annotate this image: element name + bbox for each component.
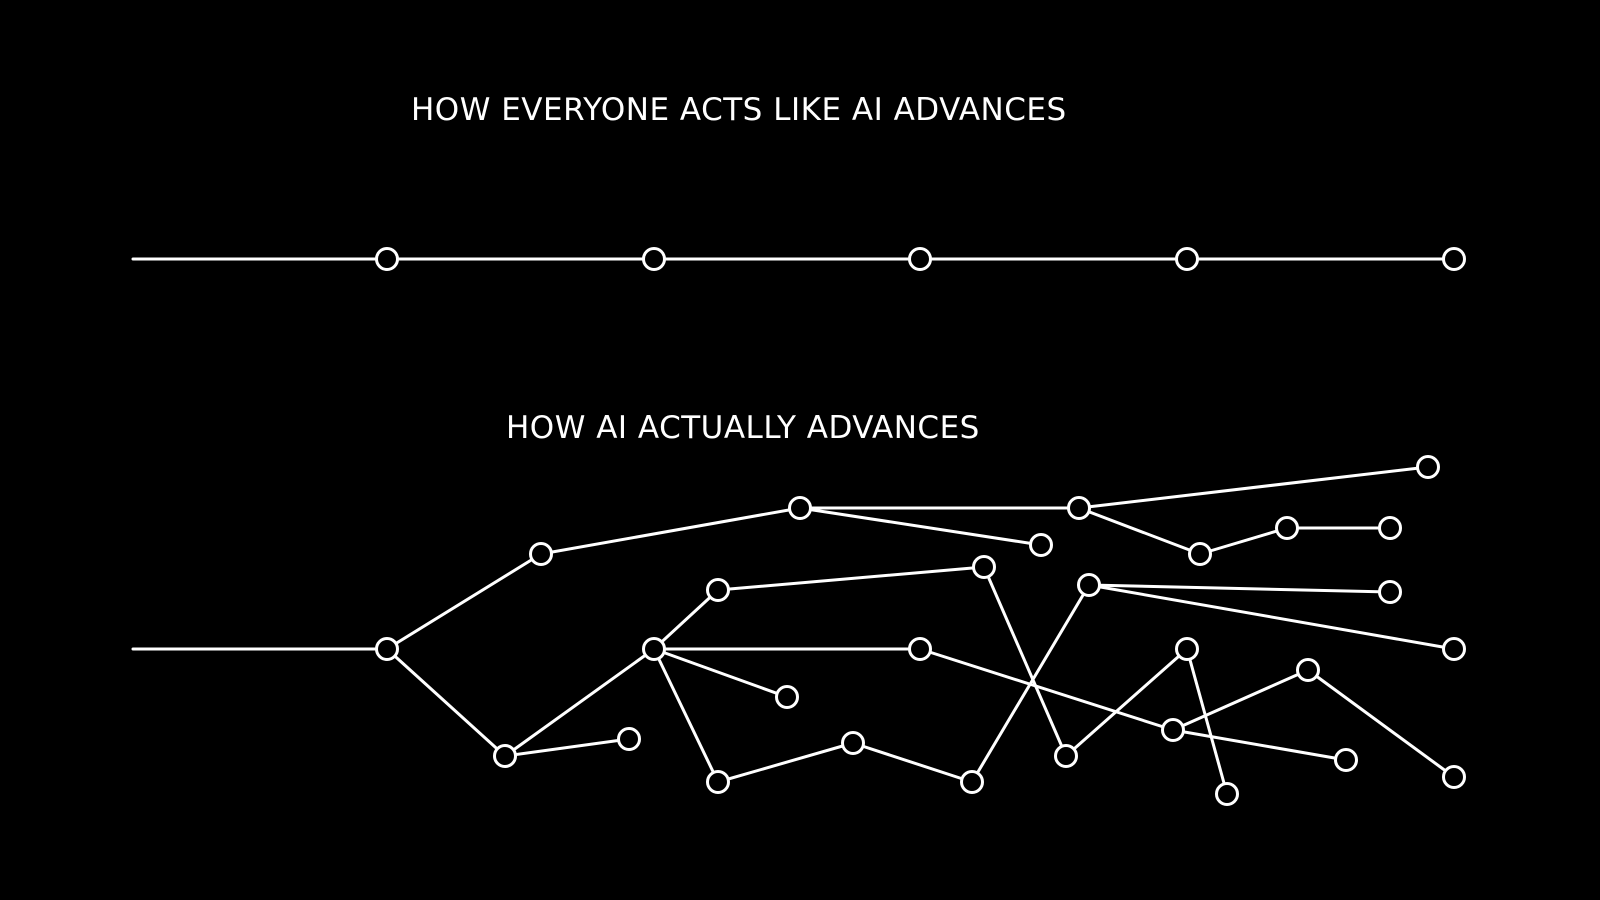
node-Z — [1215, 782, 1239, 806]
edge-S-Z — [1185, 647, 1229, 796]
node-H — [1188, 542, 1212, 566]
node-M — [908, 637, 932, 661]
node-U — [1378, 580, 1402, 604]
node-AA — [1378, 516, 1402, 540]
node-n4 — [1175, 247, 1199, 271]
node-F — [1067, 496, 1091, 520]
edge-A-B — [385, 552, 543, 651]
node-B — [529, 542, 553, 566]
edge-K-L — [652, 588, 720, 651]
edge-B-D — [539, 506, 802, 556]
node-W — [841, 731, 865, 755]
edge-W-Y — [851, 741, 974, 784]
edge-M-R — [918, 647, 1175, 732]
node-n3 — [908, 247, 932, 271]
node-K — [642, 637, 666, 661]
node-S — [1175, 637, 1199, 661]
top-diagram-title: HOW EVERYONE ACTS LIKE AI ADVANCES — [411, 92, 1067, 128]
edge-T-V — [1087, 583, 1456, 651]
edge-T-U — [1087, 583, 1392, 594]
edge-F-G — [1077, 465, 1430, 510]
edge-Y_-Y_end — [1306, 668, 1456, 779]
node-Q — [1054, 744, 1078, 768]
node-J — [617, 727, 641, 751]
bottom-diagram-title: HOW AI ACTUALLY ADVANCES — [506, 410, 980, 446]
node-Y_end — [1442, 765, 1466, 789]
node-N — [706, 770, 730, 794]
node-C — [493, 744, 517, 768]
linear-progress-diagram — [131, 247, 1466, 271]
edge-L-P — [716, 565, 986, 592]
node-D — [788, 496, 812, 520]
edge-Q-S — [1064, 647, 1189, 758]
edge-F-H — [1077, 506, 1202, 556]
edge-R-X — [1171, 728, 1348, 762]
node-R — [1161, 718, 1185, 742]
edge-C-K — [503, 647, 656, 758]
node-n2 — [642, 247, 666, 271]
node-T — [1077, 573, 1101, 597]
edge-R-Y_ — [1171, 668, 1310, 732]
linear-nodes — [375, 247, 1466, 271]
node-O — [775, 685, 799, 709]
node-n5 — [1442, 247, 1466, 271]
edge-K-N — [652, 647, 720, 784]
branching-nodes — [375, 455, 1466, 806]
edge-N-W — [716, 741, 855, 784]
node-n1 — [375, 247, 399, 271]
node-X — [1334, 748, 1358, 772]
branching-edges — [131, 465, 1456, 796]
node-Y — [960, 770, 984, 794]
node-Y_ — [1296, 658, 1320, 682]
edge-D-E — [798, 506, 1043, 547]
edge-P-Q — [982, 565, 1068, 758]
edge-Y-T — [970, 583, 1091, 784]
node-P — [972, 555, 996, 579]
node-G — [1416, 455, 1440, 479]
node-I — [1275, 516, 1299, 540]
node-V — [1442, 637, 1466, 661]
edge-K-O — [652, 647, 789, 699]
edge-H-I — [1198, 526, 1289, 556]
node-A — [375, 637, 399, 661]
edge-C-J — [503, 737, 631, 758]
branching-progress-diagram — [131, 455, 1466, 806]
edge-A-C — [385, 647, 507, 758]
node-L — [706, 578, 730, 602]
node-E — [1029, 533, 1053, 557]
